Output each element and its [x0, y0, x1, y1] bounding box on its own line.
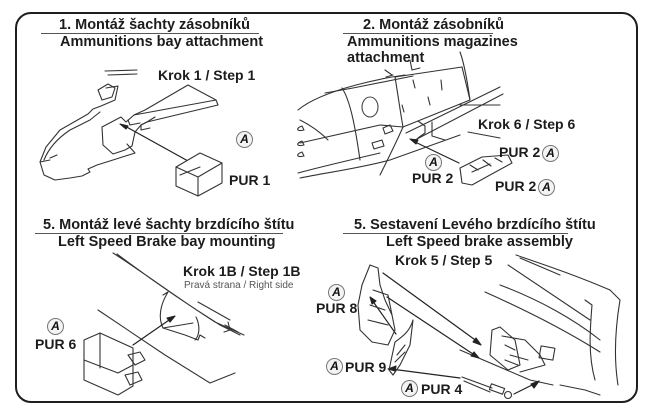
- section-2-step-label: Krok 6 / Step 6: [478, 116, 576, 132]
- pur-2-part: [459, 154, 513, 186]
- section-3-heading-cz: 5. Montáž levé šachty brzdícího štítu: [43, 217, 295, 233]
- part-4-badge-icon: A: [401, 380, 418, 397]
- fuselage-nose-outline: [39, 69, 138, 181]
- part-4-label: PUR 4: [421, 381, 463, 397]
- instruction-sheet-frame: [15, 12, 638, 403]
- pur-9-part: [388, 319, 414, 376]
- pur-1-part: [175, 152, 223, 197]
- part-1-label: PUR 1: [229, 172, 271, 188]
- part-2c-label: PUR 2: [495, 178, 537, 194]
- section-4-heading-en: Left Speed brake assembly: [386, 234, 573, 250]
- section-4-heading-rule: [343, 233, 568, 234]
- section-3-step-label: Krok 1B / Step 1B: [183, 263, 301, 279]
- bay-frame: [159, 291, 206, 341]
- part-6-badge-icon: A: [47, 318, 64, 335]
- section-2-heading-en-line2: attachment: [347, 50, 425, 66]
- part-8-badge-icon: A: [328, 284, 345, 301]
- part-2a-label: PUR 2: [412, 170, 454, 186]
- part-2a-badge-icon: A: [425, 154, 442, 171]
- section-1-heading-rule: [41, 33, 259, 34]
- part-9-badge-icon: A: [326, 358, 343, 375]
- section-1-step-label: Krok 1 / Step 1: [158, 67, 256, 83]
- part-2b-label: PUR 2: [499, 144, 541, 160]
- part-6-label: PUR 6: [35, 336, 77, 352]
- section-4-step-label: Krok 5 / Step 5: [395, 252, 493, 268]
- section-3-heading-en: Left Speed Brake bay mounting: [58, 234, 276, 250]
- section-2-heading-en-line1: Ammunitions magazines: [347, 34, 518, 50]
- section-2-heading-cz: 2. Montáž zásobníků: [363, 17, 504, 33]
- bay-opening: [489, 326, 521, 371]
- section-4-heading-cz: 5. Sestavení Levého brzdícího štítu: [354, 217, 596, 233]
- part-1-badge-icon: A: [236, 131, 253, 148]
- section-3-side-note: Pravá strana / Right side: [184, 280, 294, 291]
- part-2c-badge-icon: A: [538, 179, 555, 196]
- section-1-heading-en: Ammunitions bay attachment: [60, 34, 264, 50]
- section-1-heading-cz: 1. Montáž šachty zásobníků: [59, 17, 250, 33]
- pur-4-part: [461, 376, 493, 393]
- part-8-label: PUR 8: [316, 300, 358, 316]
- section-3-heading-rule: [35, 233, 283, 234]
- part-9-label: PUR 9: [345, 359, 387, 375]
- section-2-heading-rule: [343, 33, 493, 34]
- pur-8-part: [357, 264, 396, 346]
- fuselage-rear-outline: [515, 254, 611, 291]
- fuselage-section-outline: [297, 74, 406, 111]
- fuselage-spine-line: [112, 252, 245, 336]
- part-2b-badge-icon: A: [542, 145, 559, 162]
